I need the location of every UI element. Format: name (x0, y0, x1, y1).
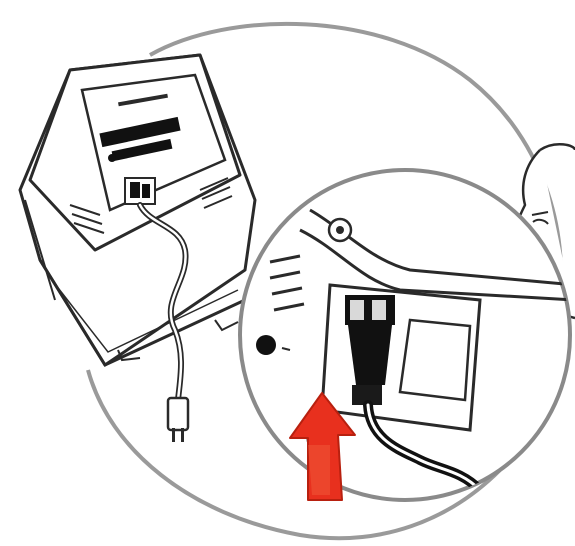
magnified-connector (240, 170, 575, 500)
plug (168, 398, 188, 442)
device-socket (125, 178, 155, 204)
device-housing (20, 55, 255, 365)
